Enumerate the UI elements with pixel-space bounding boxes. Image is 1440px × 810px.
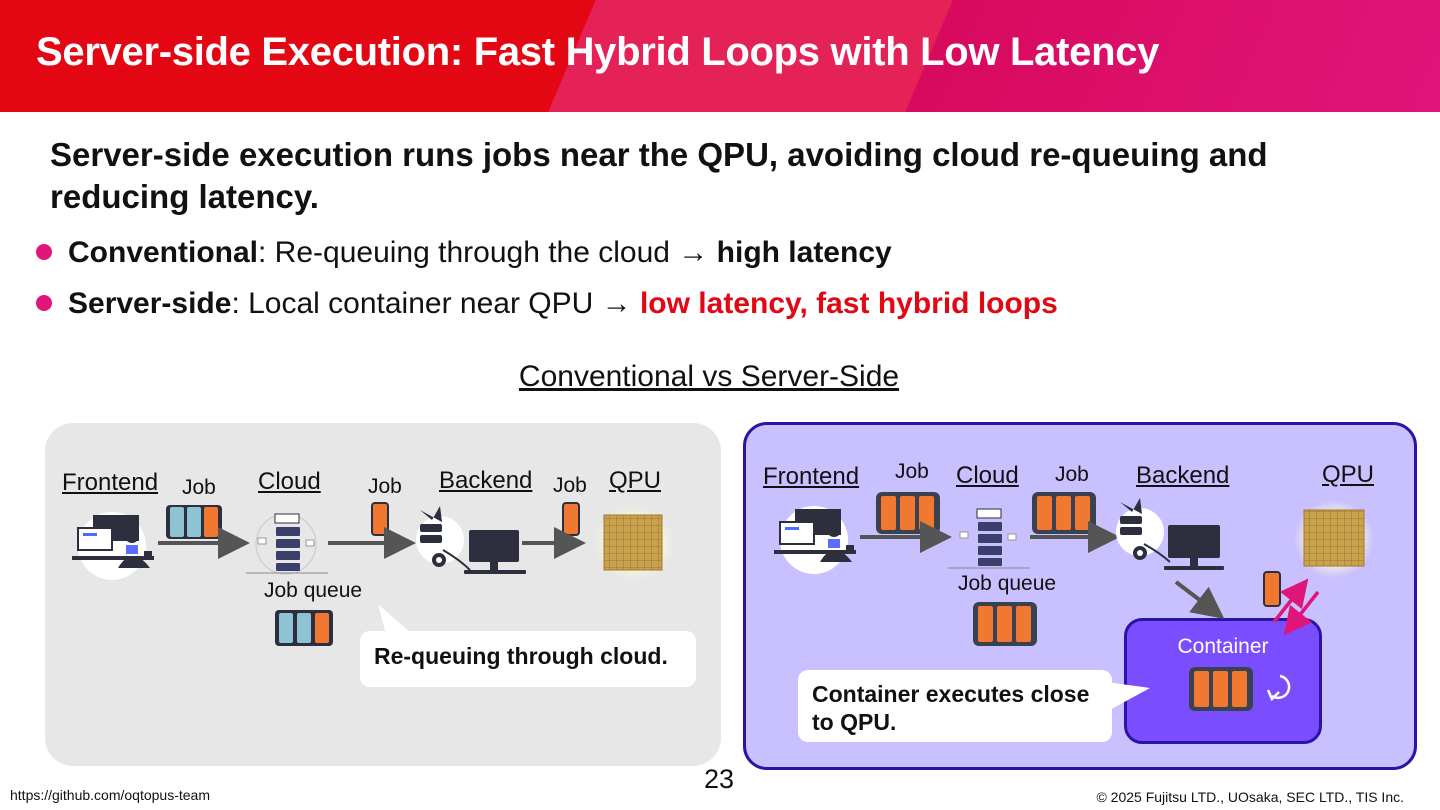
slide-title: Server-side Execution: Fast Hybrid Loops… [36, 30, 1160, 74]
right-frontend-label: Frontend [763, 463, 860, 490]
left-job-label-3: Job [553, 474, 587, 497]
left-job-block-1 [166, 505, 222, 539]
left-job-label-2: Job [368, 475, 402, 498]
right-frontend-person-icon [774, 506, 856, 574]
right-job-block-1 [876, 492, 940, 534]
right-cloud-label: Cloud [956, 462, 1019, 489]
right-job-queue-label: Job queue [958, 572, 1057, 595]
left-cloud-label: Cloud [258, 468, 321, 495]
footer-url: https://github.com/oqtopus-team [10, 787, 210, 803]
right-cloud-server-icon [948, 508, 1030, 569]
bullet-text: : Re-queuing through the cloud → [258, 236, 717, 269]
right-job-block-2 [1032, 492, 1096, 534]
page-number: 23 [704, 764, 735, 794]
backend-to-container-arrow [1174, 580, 1225, 619]
right-callout: Container executes close to QPU. [798, 670, 1112, 742]
right-backend-server-icon [1116, 498, 1171, 563]
left-qpu-label: QPU [609, 467, 662, 494]
right-callout-tail [1106, 682, 1150, 712]
container-to-qpu-job-block [1263, 571, 1281, 607]
left-callout: Re-queuing through cloud. [360, 631, 696, 687]
bullet-highlight: high latency [716, 236, 892, 269]
right-job-label-1: Job [895, 460, 929, 483]
left-monitor-icon [464, 530, 526, 574]
right-qpu-chip-icon [1294, 500, 1374, 578]
left-frontend-person-icon [72, 512, 154, 580]
left-job-label-1: Job [182, 476, 216, 499]
left-job-block-3 [562, 502, 580, 536]
left-qpu-chip-icon [594, 505, 674, 581]
left-job-queue-label: Job queue [264, 579, 363, 602]
left-backend-server-icon [416, 506, 471, 571]
bullet-highlight: low latency, fast hybrid loops [639, 287, 1058, 320]
qpu-to-container-arrow [1283, 590, 1320, 636]
loop-refresh-icon [1266, 674, 1291, 702]
left-job-block-2 [371, 502, 389, 536]
bullet-text: : Local container near QPU → [231, 287, 640, 320]
right-job-label-2: Job [1055, 463, 1089, 486]
bullet-dot-icon [36, 244, 52, 261]
right-backend-label: Backend [1136, 462, 1230, 489]
left-job-queue-block [275, 610, 333, 646]
diagram-title: Conventional vs Server-Side [518, 360, 900, 393]
bullet-term: Server-side [68, 287, 232, 320]
bullet-term: Conventional [68, 236, 259, 269]
lead-statement: Server-side execution runs jobs near the… [50, 136, 1268, 215]
bullet-server-side: Server-side: Local container near QPU → … [36, 287, 1058, 321]
header-banner: Server-side Execution: Fast Hybrid Loops… [0, 0, 1440, 112]
left-frontend-label: Frontend [62, 469, 159, 496]
left-callout-tail [378, 604, 412, 634]
left-cloud-server-icon [246, 513, 328, 575]
container-label: Container [1177, 635, 1269, 658]
footer-copyright: © 2025 Fujitsu LTD., UOsaka, SEC LTD., T… [1096, 789, 1404, 805]
bullet-dot-icon [36, 295, 52, 312]
bullet-conventional: Conventional: Re-queuing through the clo… [36, 236, 892, 270]
container-to-qpu-arrow [1272, 578, 1309, 624]
right-qpu-label: QPU [1322, 461, 1375, 488]
right-job-queue-block [973, 602, 1037, 646]
left-backend-label: Backend [439, 467, 533, 494]
right-monitor-icon [1164, 525, 1224, 570]
conventional-panel [45, 423, 721, 766]
container-job-block [1189, 667, 1253, 711]
